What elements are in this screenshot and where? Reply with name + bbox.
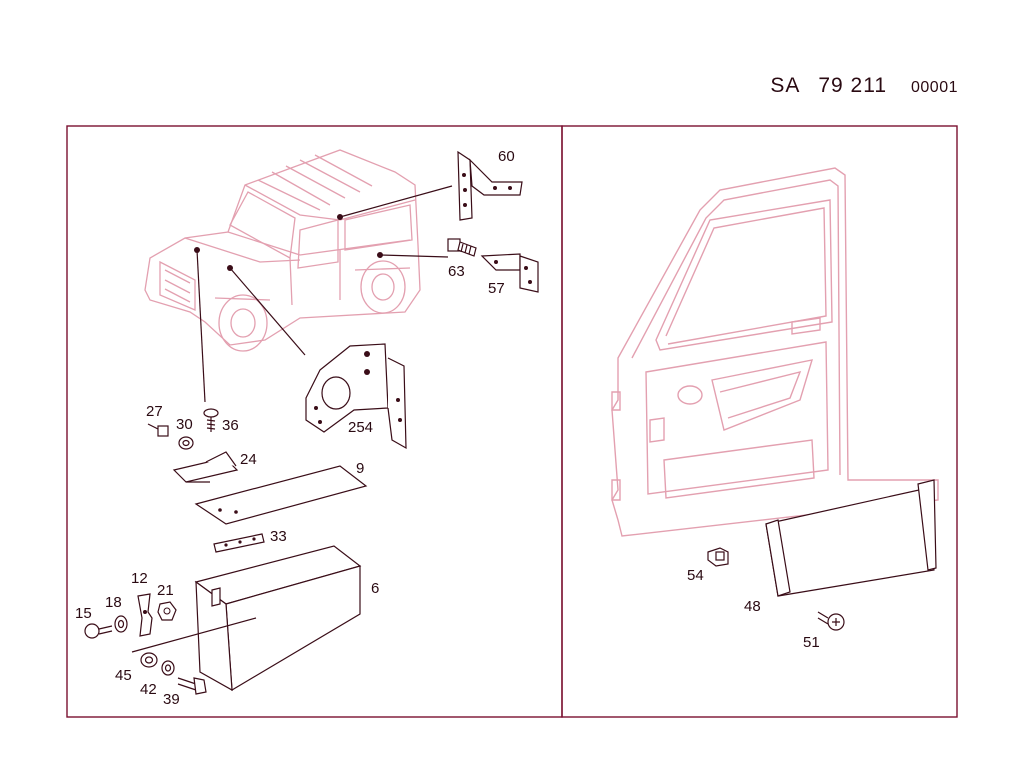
callout-51[interactable]: 51 [803,634,820,651]
callout-54[interactable]: 54 [687,567,704,584]
washer-part-45[interactable] [140,652,158,668]
vehicle-outline [144,149,421,352]
callout-63[interactable]: 63 [448,263,465,280]
callout-18[interactable]: 18 [105,594,122,611]
callout-36[interactable]: 36 [222,417,239,434]
plate-part-9[interactable] [194,465,368,525]
callout-24[interactable]: 24 [240,451,257,468]
callout-27[interactable]: 27 [146,403,163,420]
washer-part-42[interactable] [161,660,175,676]
clip-part-54[interactable] [707,547,729,567]
callout-12[interactable]: 12 [131,570,148,587]
nut-part-21[interactable] [157,601,177,621]
bracket-part-254[interactable] [305,343,407,450]
callout-48[interactable]: 48 [744,598,761,615]
sheet-header: SA 79 211 00001 [770,74,958,98]
callout-39[interactable]: 39 [163,691,180,708]
right-panel-frame [561,125,958,718]
callout-labels: 60 63 57 254 27 30 36 24 9 33 6 12 21 15… [75,148,820,708]
callout-42[interactable]: 42 [140,681,157,698]
screw-part-36[interactable] [203,408,219,432]
bracket-part-60[interactable] [457,150,523,221]
bolt-part-63[interactable] [447,238,477,257]
header-group-number: 79 211 [818,74,887,97]
door-outline [611,167,939,537]
header-sheet-number: 00001 [911,79,958,96]
bolt-part-39[interactable] [177,677,207,695]
latch-part-24[interactable] [172,451,239,483]
callout-33[interactable]: 33 [270,528,287,545]
clip-part-12[interactable] [137,593,153,637]
callout-30[interactable]: 30 [176,416,193,433]
header-prefix: SA [770,74,801,97]
callout-45[interactable]: 45 [115,667,132,684]
trim-panel-part-48[interactable] [765,479,937,597]
callout-21[interactable]: 21 [157,582,174,599]
screw-part-15[interactable] [84,623,113,639]
box-part-6[interactable] [131,545,362,692]
callout-254[interactable]: 254 [348,419,373,436]
bracket-part-57[interactable] [480,253,539,293]
callout-9[interactable]: 9 [356,460,364,477]
screw-part-51[interactable] [817,611,845,631]
washer-part-30[interactable] [178,436,194,450]
callout-15[interactable]: 15 [75,605,92,622]
callout-57[interactable]: 57 [488,280,505,297]
strip-part-33[interactable] [213,533,265,553]
callout-60[interactable]: 60 [498,148,515,165]
vehicle-leader-lines [194,185,453,403]
callout-6[interactable]: 6 [371,580,379,597]
washer-part-18[interactable] [114,615,128,633]
screw-part-27[interactable] [147,423,169,437]
